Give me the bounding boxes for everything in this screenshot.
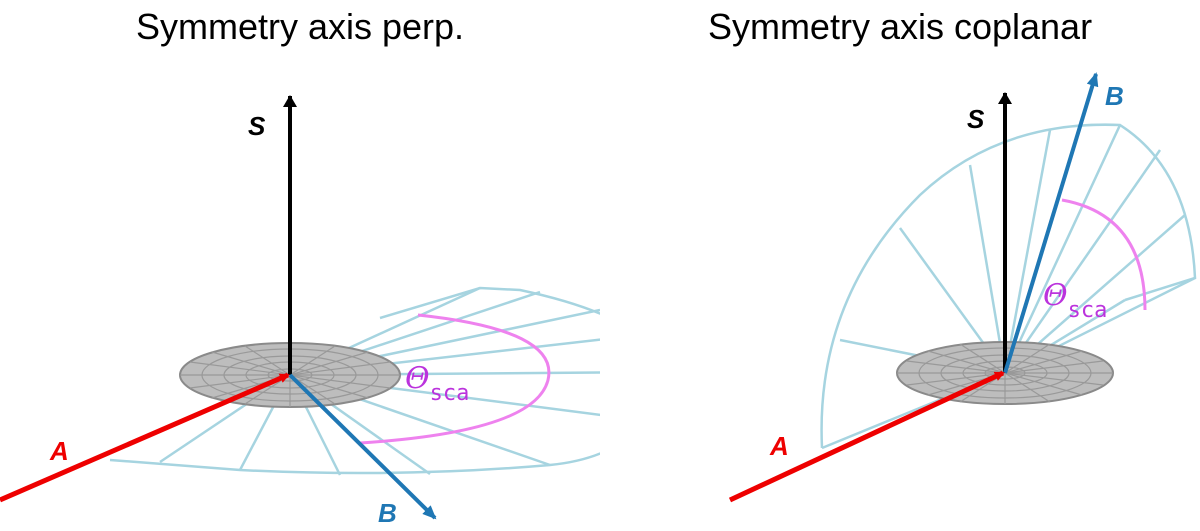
scattered-arrow-b [288, 373, 437, 520]
label-b: B [378, 498, 397, 528]
scattered-arrow-b [1003, 72, 1099, 374]
panel-symmetry-coplanar: Symmetry axis coplanar [600, 0, 1200, 531]
grid-spoke [1003, 124, 1122, 374]
theta-symbol: Θ [405, 361, 430, 396]
theta-label: Θsca [405, 361, 469, 406]
grid-spoke [968, 164, 1007, 374]
theta-label: Θsca [1043, 278, 1107, 323]
diagram-perp: S A B Θsca [0, 95, 600, 528]
grid-spoke [1003, 129, 1052, 374]
label-s: S [248, 111, 266, 141]
label-a: A [769, 431, 789, 461]
theta-symbol: Θ [1043, 278, 1068, 313]
diagram-coplanar: S A B Θsca [728, 72, 1197, 503]
grid-outer-arc [820, 123, 1197, 449]
label-a: A [49, 436, 69, 466]
panel-symmetry-perp: Symmetry axis perp. [0, 6, 600, 528]
label-b: B [1105, 81, 1124, 111]
panel-title: Symmetry axis coplanar [707, 6, 1093, 47]
grid-outer-arc [109, 286, 600, 475]
scattering-angle-arc [1061, 198, 1147, 311]
theta-subscript: sca [430, 381, 470, 406]
incident-arrow-a [0, 372, 290, 503]
incident-arrow-a [728, 370, 1005, 503]
theta-subscript: sca [1068, 298, 1108, 323]
panel-title: Symmetry axis perp. [135, 6, 465, 47]
grid-spoke [1003, 149, 1162, 374]
scattering-angle-arc [359, 313, 551, 445]
label-s: S [967, 104, 985, 134]
